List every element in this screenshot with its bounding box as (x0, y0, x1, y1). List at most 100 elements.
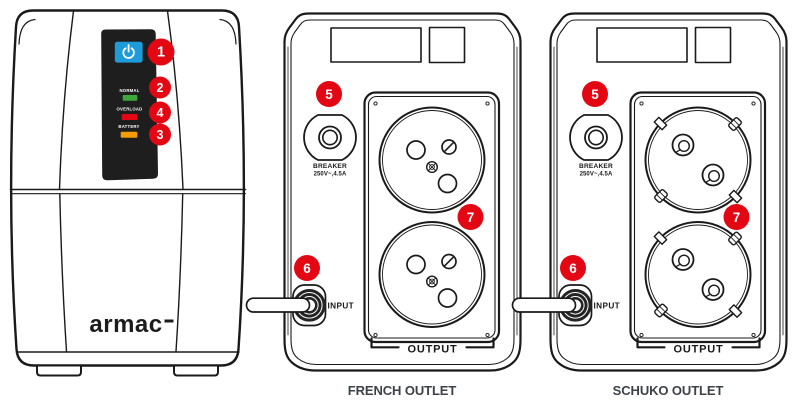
led-normal (122, 95, 138, 101)
french-socket-top (378, 106, 486, 214)
earth-clip (728, 117, 742, 131)
breaker-label: BREAKER (579, 163, 613, 170)
callout-6: 6 (560, 255, 586, 281)
panel-screw (485, 332, 490, 338)
input-grommet (511, 284, 593, 327)
callout-5-circle (316, 81, 342, 107)
ups-rear-view-french: BREAKER 250V~,4.5A (245, 12, 522, 398)
brand-logo-text: armac (89, 311, 162, 338)
output-bracket-left (370, 337, 400, 349)
callout-5: 5 (582, 81, 608, 107)
callout-6-number: 6 (303, 261, 311, 276)
panel-screw (639, 332, 644, 338)
output-label: OUTPUT (673, 344, 723, 356)
rear-shell-outline (283, 12, 522, 372)
tower-foot-left (36, 364, 82, 377)
callout-2: 2 (149, 76, 171, 99)
tower-inner-corner-right (219, 18, 237, 45)
led-battery (120, 131, 138, 138)
tower-inner-corner-left (18, 18, 36, 45)
callout-6: 6 (294, 255, 320, 281)
rear-fan-panel (428, 26, 466, 64)
output-bracket-right (465, 337, 495, 349)
output-label: OUTPUT (407, 344, 457, 356)
breaker (569, 114, 623, 161)
panel-screw (373, 101, 378, 106)
rear-vent-panel (596, 27, 688, 63)
input-cable (245, 297, 311, 313)
earth-clip (728, 231, 742, 246)
rear-shell-inner-line (556, 19, 781, 366)
callout-2-circle (149, 76, 171, 99)
callout-7: 7 (457, 204, 484, 230)
output-panel-inner (633, 95, 762, 339)
tower-crease-left-top (58, 10, 75, 190)
callout-6-circle (294, 255, 320, 281)
caption-schuko-outlet: SCHUKO OUTLET (613, 383, 724, 398)
callout-6-number: 6 (569, 261, 577, 276)
led-label-battery: BATTERY (118, 124, 139, 129)
rear-shell-outline (549, 12, 788, 372)
power-icon (122, 44, 135, 59)
callout-6-circle (560, 255, 586, 281)
tower-crease-right-bottom (175, 193, 184, 353)
ups-front-view: NORMAL OVERLOAD BATTERY armac 1 2 4 3 (9, 9, 247, 377)
tower-crease-right-top (166, 10, 184, 190)
callout-4-circle (149, 101, 171, 124)
callout-7-number: 7 (733, 210, 741, 225)
tower-outline (9, 9, 246, 367)
callout-7-number: 7 (467, 210, 475, 225)
output-panel-outer (629, 91, 767, 344)
input-label: INPUT (328, 302, 355, 311)
output-panel-inner (367, 95, 496, 339)
panel-screw (751, 332, 756, 338)
led-label-normal: NORMAL (119, 88, 139, 93)
callout-1-circle (147, 38, 175, 66)
callout-2-number: 2 (157, 81, 164, 95)
callout-7: 7 (723, 204, 750, 230)
brand-logo: armac (89, 311, 174, 338)
callout-5: 5 (316, 81, 342, 107)
led-overload (121, 114, 138, 120)
tower-foot-right (173, 364, 219, 377)
callout-5-number: 5 (591, 87, 599, 102)
callout-1-number: 1 (157, 45, 165, 61)
led-label-overload: OVERLOAD (117, 107, 143, 112)
callout-7-circle (457, 204, 484, 230)
callout-5-circle (582, 81, 608, 107)
earth-clip (654, 303, 668, 318)
french-socket-bottom (378, 221, 486, 328)
callout-1: 1 (147, 38, 175, 66)
panel-screw (485, 101, 490, 106)
breaker-rating: 250V~,4.5A (314, 172, 347, 178)
output-bracket-right (731, 337, 761, 349)
schuko-socket-bottom (644, 221, 752, 328)
callout-7-circle (723, 204, 750, 230)
tower-crease-left-bottom (59, 193, 68, 353)
input-grommet (245, 284, 327, 327)
output-panel-outer (363, 91, 501, 344)
breaker (303, 114, 357, 161)
output-bracket-left (636, 337, 666, 349)
rear-shell-inner-line (290, 19, 515, 366)
callout-5-number: 5 (325, 87, 333, 102)
callout-3-number: 3 (157, 128, 164, 142)
rear-fan-panel (694, 26, 732, 64)
panel-screw (751, 101, 756, 106)
callout-4: 4 (149, 101, 171, 124)
input-label: INPUT (594, 302, 621, 311)
brand-logo-dash (164, 319, 174, 323)
schuko-socket-top (644, 106, 752, 214)
panel-screw (373, 332, 378, 338)
breaker-label: BREAKER (313, 163, 347, 170)
control-panel (101, 29, 159, 181)
rear-vent-panel (330, 27, 422, 63)
caption-french-outlet: FRENCH OUTLET (348, 383, 457, 398)
callout-3-circle (149, 123, 171, 146)
breaker-rating: 250V~,4.5A (580, 172, 613, 178)
panel-screw (639, 101, 644, 106)
callout-3: 3 (149, 123, 171, 146)
ups-rear-view-schuko: BREAKER 250V~,4.5A (511, 12, 788, 398)
